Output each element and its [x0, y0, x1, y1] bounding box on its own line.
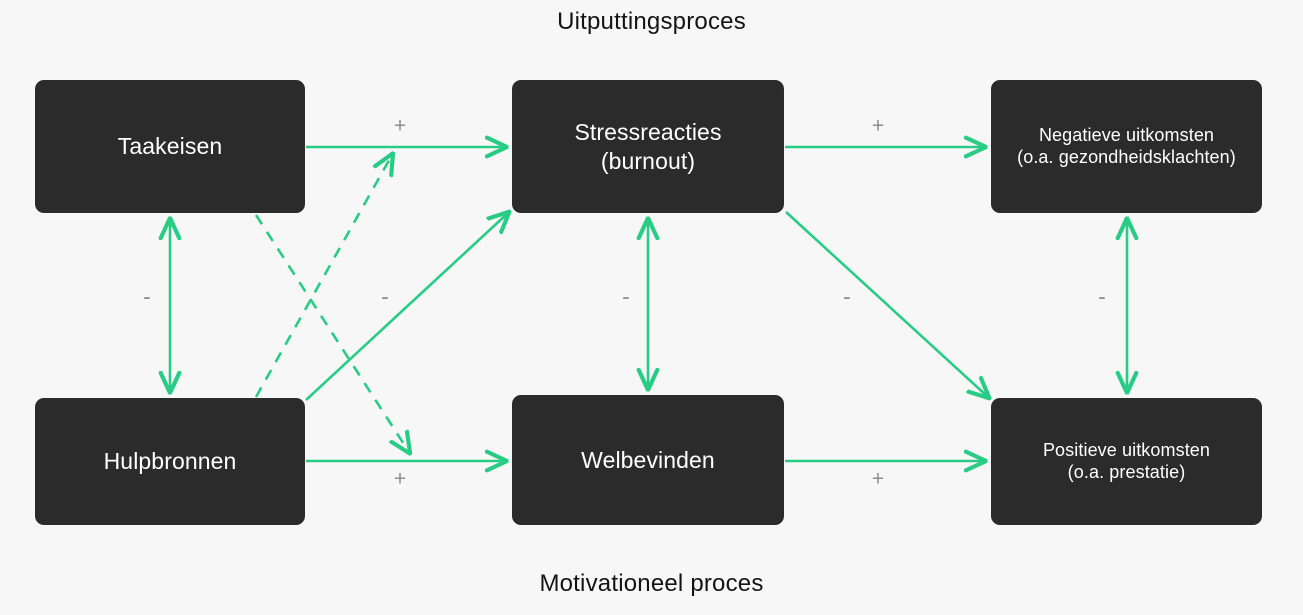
node-welbevinden[interactable]: Welbevinden: [512, 395, 784, 525]
edge-label-stressreacties-positieve: -: [843, 283, 851, 310]
node-negatieve-uitkomsten[interactable]: Negatieve uitkomsten (o.a. gezondheidskl…: [991, 80, 1262, 213]
edge-label-welbevinden-positieve: +: [871, 467, 885, 491]
node-positieve-uitkomsten[interactable]: Positieve uitkomsten (o.a. prestatie): [991, 398, 1262, 525]
node-hulpbronnen[interactable]: Hulpbronnen: [35, 398, 305, 525]
edge-hulpbronnen-stressreacties-dashed: [254, 155, 392, 398]
edge-stressreacties-positieve: [785, 211, 988, 397]
edge-label-taakeisen-stressreacties: +: [393, 114, 407, 138]
node-negatieve-uitkomsten-label: Negatieve uitkomsten (o.a. gezondheidskl…: [1017, 124, 1236, 167]
node-stressreacties-label: Stressreacties (burnout): [574, 119, 722, 174]
node-hulpbronnen-label: Hulpbronnen: [103, 448, 237, 475]
edge-label-negatieve-positieve: -: [1098, 283, 1106, 310]
edge-taakeisen-welbevinden-dashed: [254, 214, 409, 452]
node-positieve-uitkomsten-label: Positieve uitkomsten (o.a. prestatie): [1042, 439, 1211, 482]
edge-label-stressreacties-negatieve: +: [871, 114, 885, 138]
edge-label-hulpbronnen-welbevinden: +: [393, 467, 407, 491]
edge-label-hulpbronnen-stressreacties: -: [381, 283, 389, 310]
node-stressreacties[interactable]: Stressreacties (burnout): [512, 80, 784, 213]
node-taakeisen-label: Taakeisen: [117, 133, 223, 160]
process-title-bottom: Motivationeel proces: [539, 570, 764, 597]
process-title-top: Uitputtingsproces: [557, 8, 746, 35]
node-taakeisen[interactable]: Taakeisen: [35, 80, 305, 213]
edge-label-stressreacties-welbevinden: -: [622, 283, 630, 310]
edge-label-taakeisen-hulpbronnen: -: [143, 283, 151, 310]
node-welbevinden-label: Welbevinden: [581, 446, 715, 473]
edge-hulpbronnen-stressreacties: [305, 213, 508, 401]
